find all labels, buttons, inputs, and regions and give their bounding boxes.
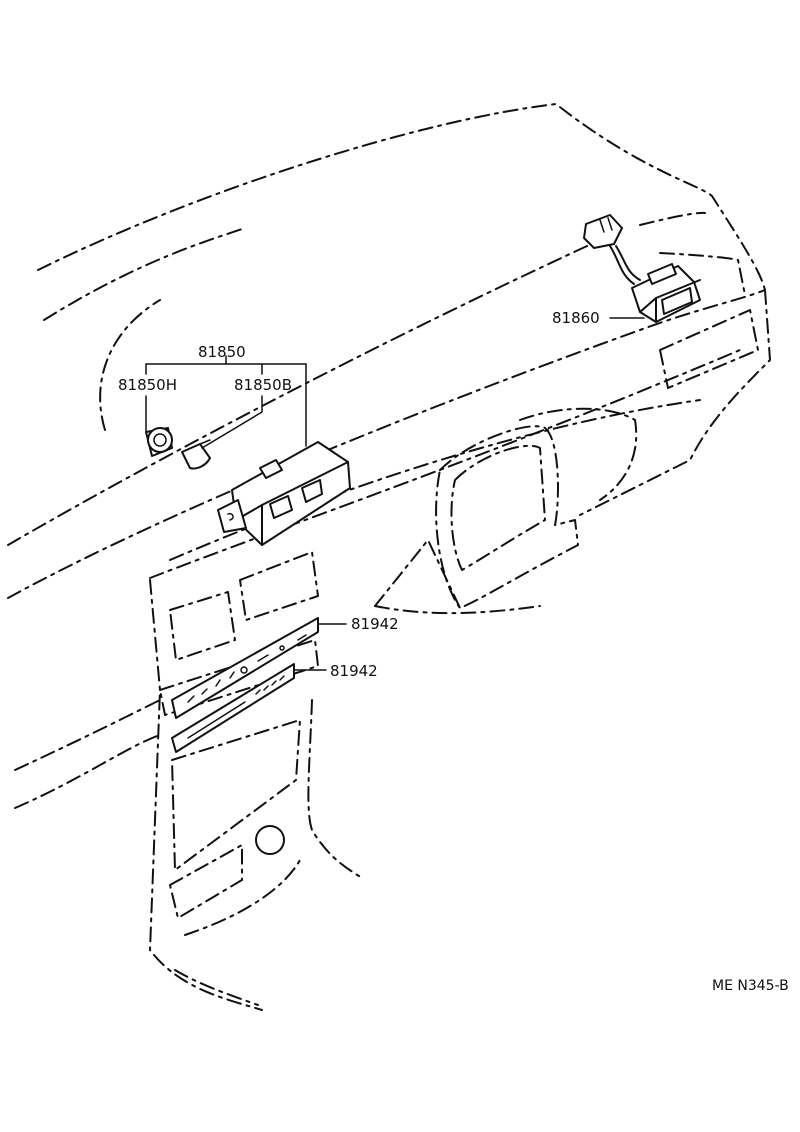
dashboard-outline [7, 103, 771, 1011]
socket-81850h [145, 427, 173, 457]
label-bulb: 81850B [234, 376, 292, 394]
leader-lines [145, 317, 645, 671]
switch-81860 [583, 214, 701, 323]
diagram-code: ME N345-B [712, 978, 789, 994]
panel-upper [171, 617, 319, 719]
label-socket: 81850H [118, 376, 177, 394]
meter-hood [374, 407, 638, 615]
light-bracket [217, 441, 351, 546]
lower-console [169, 719, 301, 936]
label-switch: 81860 [552, 309, 600, 327]
panel-lower [171, 663, 295, 753]
label-panel-lower: 81942 [330, 662, 378, 680]
label-group: 81850 [198, 343, 246, 361]
right-vents [659, 309, 759, 389]
label-panel-upper: 81942 [351, 615, 399, 633]
bulb-81850b [181, 439, 211, 470]
